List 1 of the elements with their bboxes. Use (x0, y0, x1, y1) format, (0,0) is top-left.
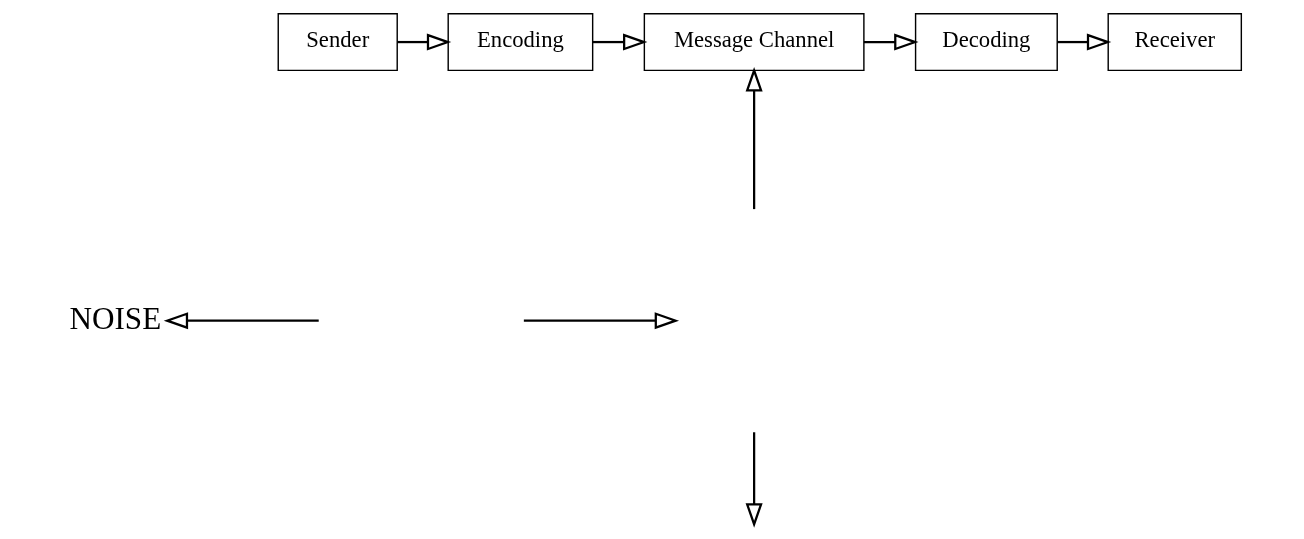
node-text: NOISE (69, 300, 161, 336)
